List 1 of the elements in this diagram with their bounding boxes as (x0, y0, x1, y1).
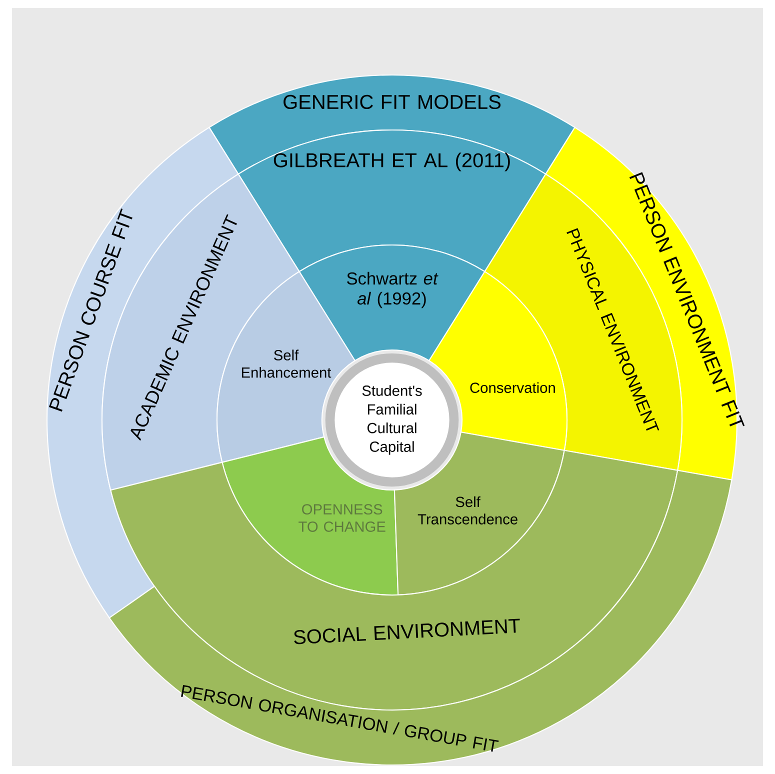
inner-segment: Schwartz et al (1992) (298, 244, 486, 362)
